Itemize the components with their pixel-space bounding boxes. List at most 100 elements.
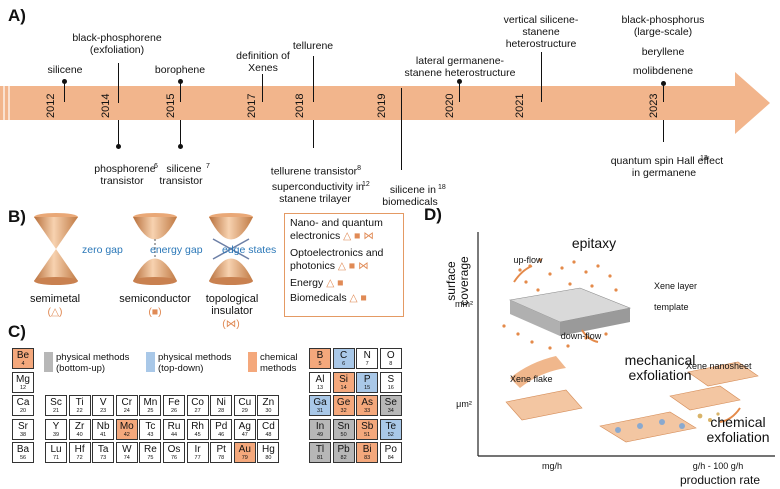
element-symbol: C	[339, 350, 348, 361]
element-symbol: Pb	[337, 444, 350, 456]
element-number: 29	[241, 408, 248, 415]
element-symbol: Bi	[362, 444, 372, 456]
event-silicene: silicene	[47, 64, 83, 76]
element-number: 39	[52, 431, 60, 438]
element-number: 83	[364, 455, 371, 462]
element-symbol: Sb	[361, 420, 374, 432]
timeline-arrow	[0, 72, 770, 134]
element-number: 79	[241, 455, 248, 462]
dot-germanene-stanene	[456, 79, 462, 84]
event-germanene-stanene: lateral germanene- stanene heterostructu…	[404, 55, 516, 79]
element-symbol: Hf	[74, 444, 85, 456]
year-2017: 2017	[246, 93, 258, 118]
marker-silicene-transistor	[180, 120, 182, 146]
event-beryllene: beryllene	[641, 46, 685, 58]
panel-c-label: C)	[8, 322, 26, 341]
element-symbol: Rh	[191, 420, 204, 432]
element-symbol: Lu	[50, 444, 62, 456]
element-symbol: P	[363, 373, 371, 385]
up-flow-label: up-flow	[513, 255, 543, 265]
topological-label: topological insulator	[205, 293, 259, 317]
xene-nanosheet-label: Xene nanosheet	[686, 361, 752, 371]
element-number: 5	[318, 361, 322, 367]
element-number: 21	[52, 408, 60, 415]
element-symbol: Re	[143, 444, 157, 456]
legend-swatch-bottom-up	[44, 352, 53, 372]
element-symbol: V	[99, 397, 107, 409]
year-2018: 2018	[294, 93, 306, 118]
element-number: 38	[19, 431, 27, 438]
legend-chemical: chemical methods	[260, 352, 298, 374]
element-symbol: Nb	[96, 420, 110, 432]
year-2012: 2012	[45, 93, 57, 118]
element-number: 20	[19, 408, 27, 415]
dot-borophene	[177, 79, 183, 84]
epitaxy-label: epitaxy	[571, 235, 617, 251]
xene-layer-label: Xene layer	[654, 281, 698, 291]
legend-opto: Optoelectronics and photonics △ ■ ⋈	[290, 247, 384, 272]
legend-bottom-up: physical methods (bottom-up)	[56, 352, 130, 374]
element-number: 77	[194, 455, 201, 462]
legend-top-down: physical methods (top-down)	[158, 352, 232, 374]
element-number: 51	[364, 431, 371, 438]
element-number: 16	[387, 384, 394, 391]
element-symbol: Ba	[16, 444, 30, 456]
element-number: 84	[387, 455, 394, 462]
element-symbol: Zr	[74, 420, 85, 432]
semimetal-symbol: (△)	[47, 306, 63, 318]
dot-silicene-transistor	[177, 144, 183, 149]
marker-germanene-stanene	[459, 82, 461, 102]
year-2019: 2019	[376, 93, 388, 118]
marker-tellurene	[313, 56, 315, 102]
marker-phosphorene-transistor	[118, 120, 120, 146]
element-symbol: Cd	[261, 420, 275, 432]
event-black-phosphorus-large: black-phosphorus (large-scale)	[621, 14, 705, 38]
epitaxy-illustration	[502, 258, 632, 350]
element-symbol: Pd	[215, 420, 228, 432]
element-symbol: Cu	[238, 397, 252, 409]
element-symbol: Be	[16, 350, 30, 361]
element-symbol: S	[387, 373, 395, 385]
element-symbol: Fe	[168, 397, 180, 409]
event-molibdenene: molibdenene	[632, 65, 694, 77]
element-number: 41	[100, 431, 107, 438]
element-number: 6	[342, 361, 346, 367]
marker-silicene	[64, 82, 66, 102]
element-symbol: Si	[339, 373, 349, 385]
marker-borophene	[180, 82, 182, 102]
element-symbol: W	[122, 444, 132, 456]
element-number: 73	[100, 455, 107, 462]
element-symbol: Ru	[167, 420, 181, 432]
element-symbol: Ta	[97, 444, 109, 456]
element-number: 45	[194, 431, 201, 438]
event-tellurene: tellurene	[292, 40, 334, 52]
element-number: 43	[147, 431, 154, 438]
event-silicene-stanene: vertical silicene- stanene heterostructu…	[503, 14, 579, 50]
element-number: 27	[194, 408, 201, 415]
element-symbol: Os	[167, 444, 181, 456]
element-number: 78	[218, 455, 225, 462]
element-symbol: In	[315, 420, 325, 432]
element-number: 80	[265, 455, 272, 462]
panel-d-label: D)	[424, 205, 442, 224]
dot-2023-above	[660, 81, 666, 86]
legend-energy: Energy △ ■	[290, 277, 344, 289]
event-xenes: definition of Xenes	[236, 50, 290, 74]
element-symbol: Al	[315, 373, 325, 385]
mechanical-label: mechanical exfoliation	[624, 352, 696, 383]
